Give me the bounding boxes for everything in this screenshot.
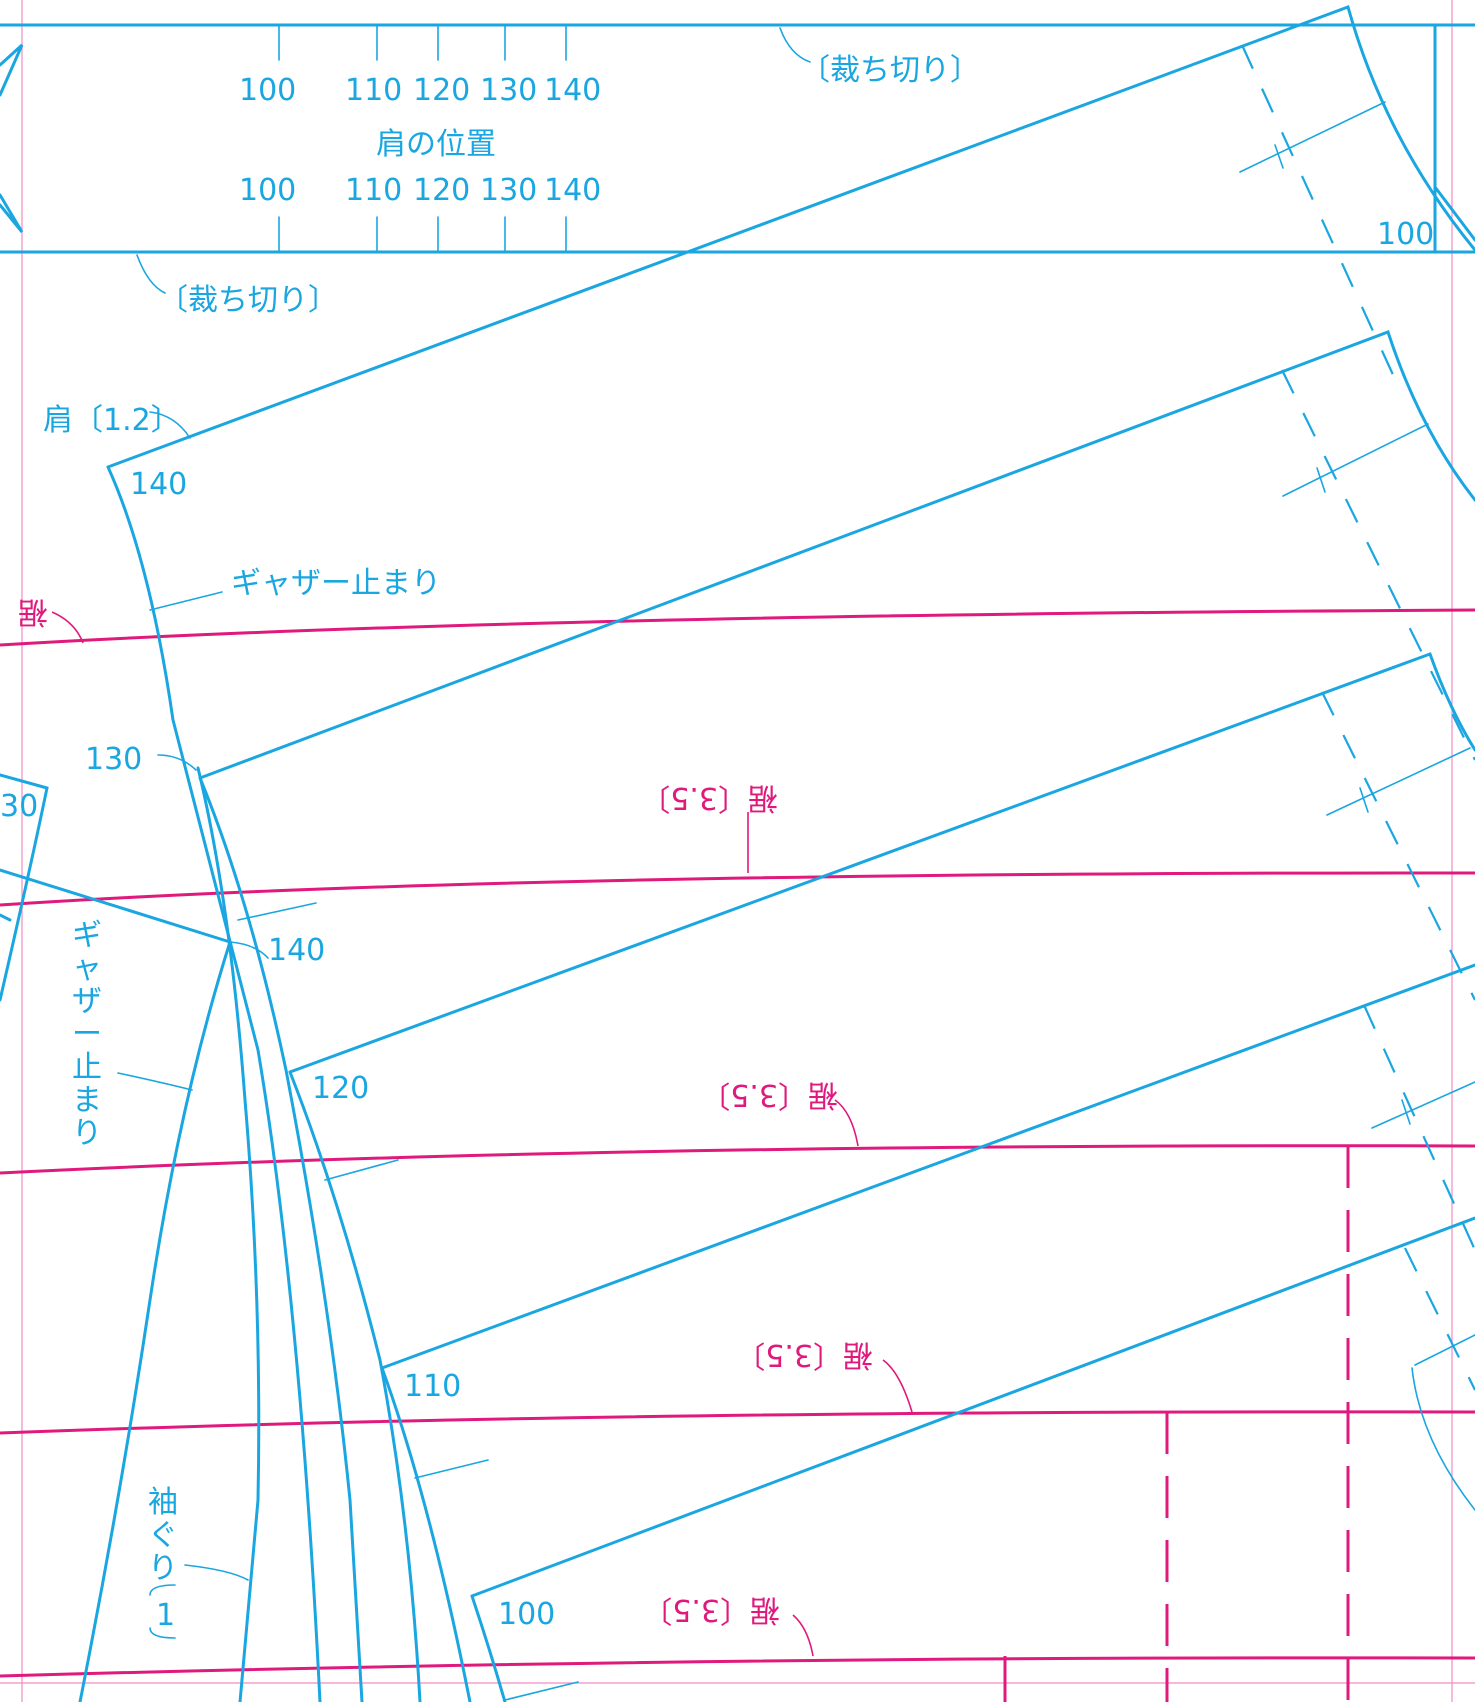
shoulder-size-bottom-110: 110: [345, 173, 402, 208]
gather-stop-label: ギャザー止まり: [231, 566, 441, 601]
cut-label-top: 〔裁ち切り〕: [800, 53, 980, 88]
shoulder-size-top-100: 100: [239, 73, 296, 108]
hem-label-2: 裾〔3.5〕: [700, 1077, 838, 1112]
panel-size-110: 110: [404, 1369, 461, 1404]
armhole-allowance-value: 1: [156, 1598, 175, 1633]
shoulder-size-bottom-120: 120: [413, 173, 470, 208]
gather-stop-vertical-3: ザ: [72, 984, 102, 1019]
panel-size-100: 100: [498, 1597, 555, 1632]
shoulder-position-title: 肩の位置: [376, 127, 496, 162]
bodice-size-140: 140: [268, 933, 325, 968]
hem-lines: [0, 608, 1475, 1702]
armhole-vertical-1: 袖: [148, 1485, 178, 1520]
hem-label-4: 裾〔3.5〕: [642, 1592, 780, 1627]
hem-label-3: 裾〔3.5〕: [735, 1337, 873, 1372]
shoulder-allowance-label: 肩〔1.2〕: [43, 403, 181, 438]
shoulder-size-top-130: 130: [480, 73, 537, 108]
gather-stop-vertical-4: ー: [72, 1017, 102, 1052]
gather-stop-vertical-2: ャ: [72, 951, 102, 986]
bodice-fragment: 30 140: [0, 773, 325, 1702]
shoulder-size-right-100: 100: [1377, 217, 1434, 252]
shoulder-size-bottom-100: 100: [239, 173, 296, 208]
hem-label-partial: 裾〔3: [0, 594, 48, 629]
armhole-vertical-2: ぐ: [148, 1518, 178, 1553]
panel-size-130: 130: [85, 742, 142, 777]
panel-size-120: 120: [312, 1071, 369, 1106]
hem-labels: 裾〔3 裾〔3.5〕 裾〔3.5〕 裾〔3.5〕 裾〔3.5〕: [0, 594, 873, 1627]
ruffle-panels: 140 130 120 110 100: [85, 5, 1475, 1702]
shoulder-size-top-140: 140: [544, 73, 601, 108]
bodice-size-partial: 30: [0, 789, 38, 824]
gather-stop-vertical-7: り: [72, 1116, 102, 1151]
gather-stop-vertical-1: ギ: [72, 918, 102, 953]
shoulder-size-bottom-130: 130: [480, 173, 537, 208]
shoulder-size-bottom-140: 140: [544, 173, 601, 208]
shoulder-size-top-120: 120: [413, 73, 470, 108]
armhole-vertical-3: り: [148, 1551, 178, 1586]
cut-label-bottom: 〔裁ち切り〕: [158, 283, 338, 318]
gather-stop-vertical-5: 止: [72, 1050, 102, 1085]
hem-label-1: 裾〔3.5〕: [640, 780, 778, 815]
annotations: 肩〔1.2〕 ギャザー止まり ギ ャ ザ ー 止 ま り 袖 ぐ り 1: [43, 403, 441, 1639]
shoulder-position-strip: 100 110 120 130 140 肩の位置 100 110 120 130…: [0, 23, 1475, 318]
shoulder-size-top-110: 110: [345, 73, 402, 108]
panel-size-140: 140: [130, 467, 187, 502]
gather-stop-vertical-6: ま: [72, 1083, 102, 1118]
